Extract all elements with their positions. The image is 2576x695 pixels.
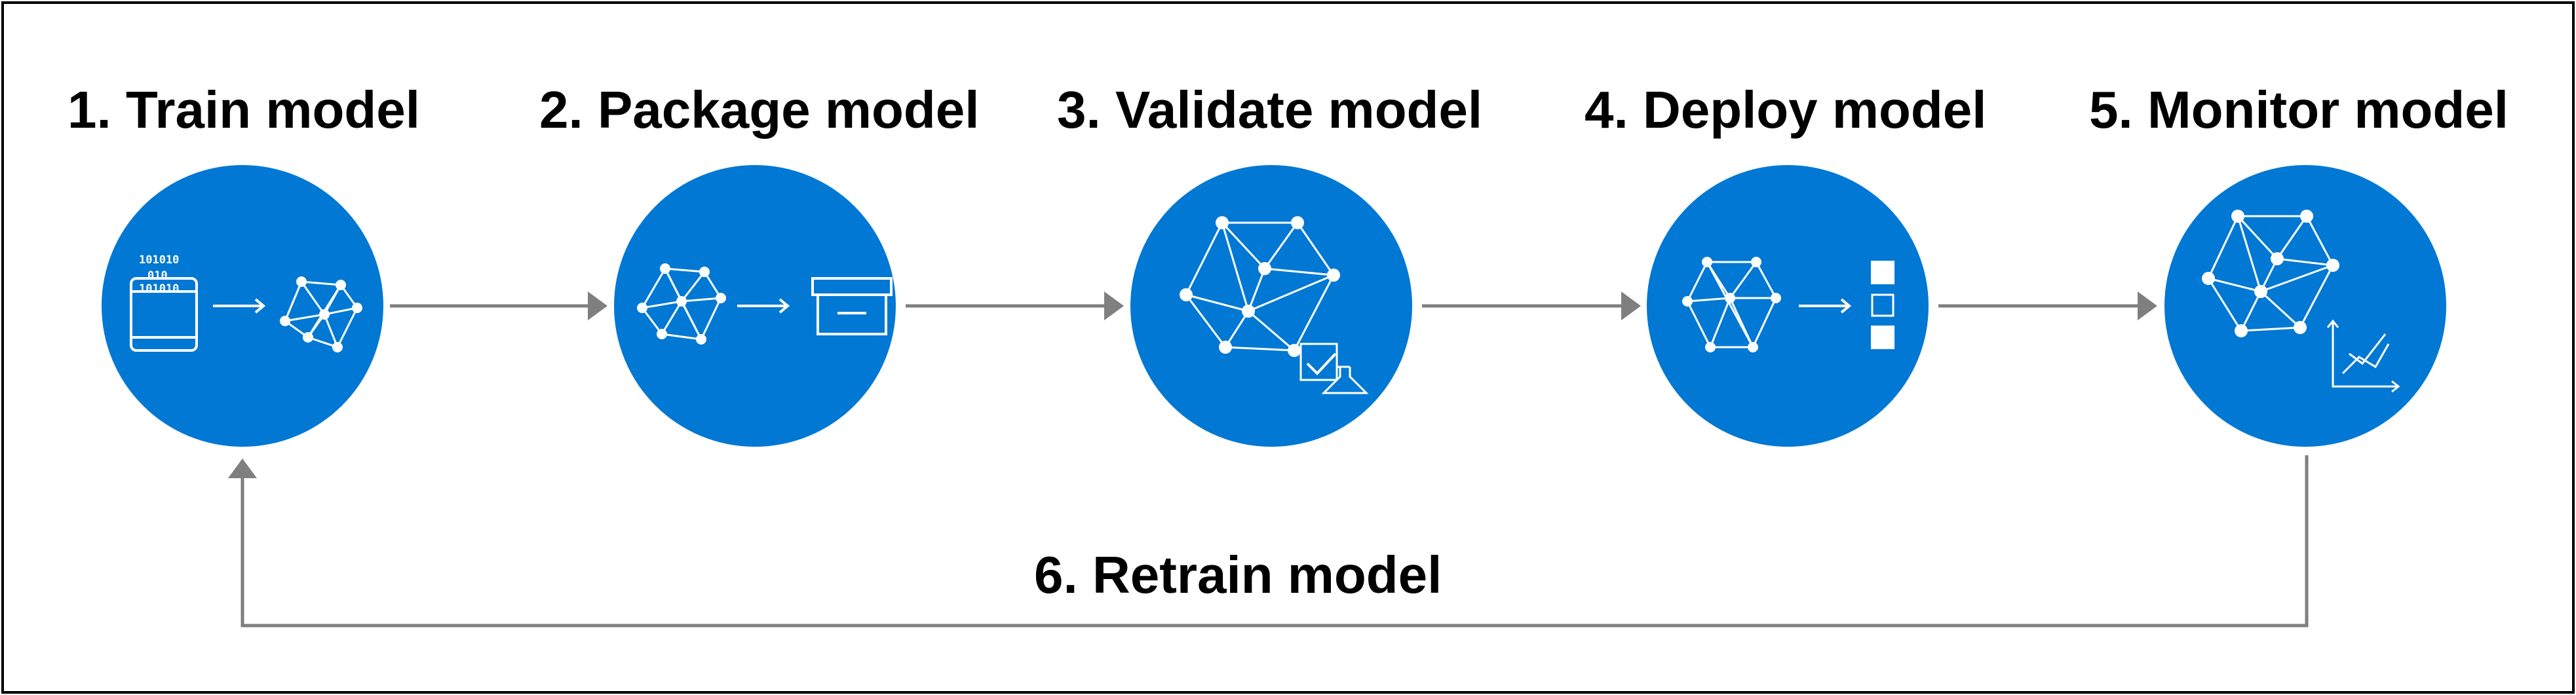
retrain-loop-label: 6. Retrain model bbox=[1034, 546, 1442, 604]
network-nodes bbox=[1682, 257, 1781, 352]
container-stack-icon bbox=[1871, 261, 1894, 349]
monitor-model-icon bbox=[2202, 210, 2400, 393]
step-train: 101010 010 101010 bbox=[102, 165, 383, 447]
network-nodes bbox=[1180, 216, 1340, 357]
network-nodes bbox=[637, 263, 726, 345]
network-icon bbox=[2207, 215, 2334, 332]
network-icon bbox=[1185, 221, 1335, 352]
retrain-loop-line bbox=[240, 455, 2309, 628]
line-chart-icon bbox=[2326, 319, 2400, 393]
arrowhead-icon bbox=[1104, 291, 1124, 320]
step-circle-deploy bbox=[1647, 165, 1929, 447]
network-nodes bbox=[280, 276, 362, 352]
database-icon bbox=[130, 277, 198, 352]
retrain-loop bbox=[228, 455, 2309, 628]
arrowhead-icon bbox=[228, 459, 257, 478]
package-model-icon bbox=[637, 263, 893, 345]
train-model-icon bbox=[130, 276, 362, 352]
arrowhead-icon bbox=[2138, 291, 2157, 320]
svg-text:010: 010 bbox=[147, 269, 168, 282]
step-title-deploy: 4. Deploy model bbox=[1585, 81, 1986, 139]
validate-model-icon bbox=[1180, 216, 1369, 394]
package-flow-arrowhead bbox=[779, 298, 790, 314]
step-circle-validate bbox=[1130, 165, 1412, 447]
step-connectors bbox=[390, 291, 2157, 320]
network-icon bbox=[1686, 261, 1777, 348]
step-title-validate: 3. Validate model bbox=[1057, 81, 1482, 139]
step-monitor bbox=[2164, 165, 2446, 447]
network-nodes bbox=[2202, 210, 2339, 337]
step-title-monitor: 5. Monitor model bbox=[2089, 81, 2509, 139]
deploy-model-icon bbox=[1682, 257, 1894, 352]
checkmark-icon bbox=[1299, 343, 1338, 381]
svg-text:101010: 101010 bbox=[139, 254, 179, 267]
deploy-flow-arrowhead bbox=[1840, 298, 1852, 314]
train-flow-arrowhead bbox=[254, 298, 266, 314]
step-title-train: 1. Train model bbox=[67, 81, 420, 139]
step-deploy bbox=[1647, 165, 1929, 447]
step-circle-monitor bbox=[2164, 165, 2446, 447]
step-package bbox=[614, 165, 896, 447]
network-icon bbox=[641, 267, 722, 341]
arrowhead-icon bbox=[588, 291, 607, 320]
step-validate bbox=[1130, 165, 1412, 447]
svg-text:101010: 101010 bbox=[139, 282, 179, 295]
flask-icon bbox=[1321, 366, 1369, 394]
box-icon bbox=[811, 277, 893, 335]
arrowhead-icon bbox=[1621, 291, 1641, 320]
step-title-package: 2. Package model bbox=[539, 81, 979, 139]
binary-digits-icon: 101010 010 101010 bbox=[139, 254, 179, 295]
